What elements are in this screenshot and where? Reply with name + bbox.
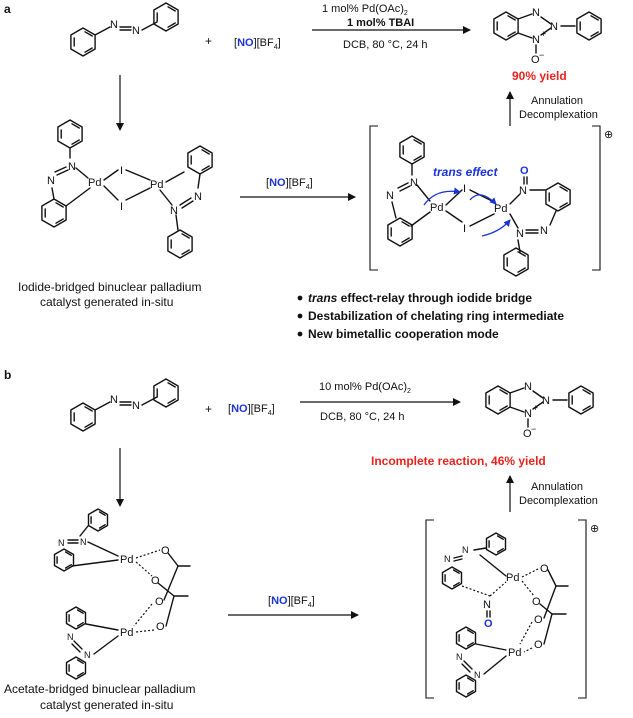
svg-text:N: N [532, 34, 540, 46]
svg-text:N: N [444, 554, 451, 564]
charge-a: ⊕ [604, 129, 613, 141]
svg-text:[NO][BF4]: [NO][BF4] [234, 37, 281, 51]
svg-text:N: N [84, 650, 91, 660]
svg-text:−: − [531, 424, 536, 434]
decomplexation-label-a: Decomplexation [519, 109, 598, 121]
svg-text:N: N [540, 225, 548, 237]
svg-text:N: N [550, 21, 558, 33]
atom-n: N [132, 25, 140, 37]
panel-a-label: a [4, 2, 11, 16]
bullet-list-a: trans effect-relay through iodide bridge… [297, 291, 564, 341]
svg-text:O: O [523, 428, 532, 440]
reagent-nobf4-b: [NO][BF4] [228, 403, 275, 417]
svg-text:N: N [456, 652, 463, 662]
svg-text:O: O [155, 596, 164, 608]
svg-text:N: N [68, 161, 76, 173]
svg-text:O: O [531, 54, 540, 66]
svg-text:N: N [524, 381, 532, 393]
svg-text:O: O [161, 545, 170, 557]
catalyst-caption-b-2: catalyst generated in-situ [40, 698, 173, 712]
svg-text:O: O [156, 621, 165, 633]
svg-text:N: N [410, 177, 418, 189]
step-reagent-a: [NO][BF4] [266, 177, 313, 191]
svg-text:O: O [534, 614, 543, 626]
svg-text:N: N [132, 400, 140, 412]
condition-catalyst-b: 10 mol% Pd(OAc)2 [319, 381, 411, 395]
yield-b: Incomplete reaction, 46% yield [371, 454, 546, 468]
svg-text:O: O [532, 596, 541, 608]
product-benzotriazole-b: N N + N O − [485, 381, 594, 440]
annulation-label-b: Annulation [531, 481, 583, 493]
catalyst-caption-a-1: Iodide-bridged binuclear palladium [18, 280, 201, 294]
svg-text:N: N [483, 599, 491, 611]
charge-b: ⊕ [590, 523, 599, 535]
bullet-1: trans effect-relay through iodide bridge [308, 291, 532, 305]
condition-solvent-a: DCB, 80 °C, 24 h [343, 39, 428, 51]
svg-text:−: − [539, 50, 544, 60]
svg-text:Pd: Pd [494, 203, 507, 215]
svg-text:Pd: Pd [506, 572, 519, 584]
bullet-2: Destabilization of chelating ring interm… [308, 309, 564, 323]
svg-text:N: N [80, 537, 87, 547]
azobenzene-b: N N [70, 378, 179, 432]
acetate-bridged-dimer: N N Pd O O O O Pd N N [53, 508, 191, 680]
svg-text:I: I [120, 165, 123, 177]
svg-text:N: N [532, 7, 540, 19]
svg-text:N: N [519, 185, 527, 197]
plus-sign: + [205, 34, 212, 48]
svg-text:Pd: Pd [88, 177, 101, 189]
svg-text:Pd: Pd [430, 202, 443, 214]
condition-solvent-b: DCB, 80 °C, 24 h [320, 411, 405, 423]
catalyst-caption-b-1: Acetate-bridged binuclear palladium [4, 682, 195, 696]
svg-text:N: N [47, 175, 55, 187]
svg-text:N: N [542, 395, 550, 407]
svg-text:Pd: Pd [120, 627, 133, 639]
panel-b-label: b [4, 368, 11, 382]
svg-text:N: N [524, 408, 532, 420]
svg-text:Pd: Pd [120, 554, 133, 566]
svg-text:O: O [151, 575, 160, 587]
svg-text:O: O [484, 618, 493, 630]
svg-text:N: N [58, 538, 65, 548]
svg-text:I: I [463, 183, 466, 195]
svg-text:I: I [120, 201, 123, 213]
svg-text:N: N [194, 191, 202, 203]
svg-text:O: O [534, 639, 543, 651]
annulation-label-a: Annulation [531, 95, 583, 107]
svg-text:N: N [462, 545, 469, 555]
reagent-nobf4-a: [NO][BF4] [234, 37, 281, 51]
trans-effect-label: trans effect [433, 165, 498, 179]
atom-n: N [110, 19, 118, 31]
svg-text:I: I [463, 223, 466, 235]
svg-text:N: N [170, 205, 178, 217]
catalyst-caption-a-2: catalyst generated in-situ [40, 295, 173, 309]
svg-text:O: O [520, 165, 529, 177]
azobenzene-a: N N [70, 2, 179, 57]
svg-text:N: N [110, 394, 118, 406]
condition-additive-a: 1 mol% TBAI [347, 17, 414, 29]
svg-text:N: N [67, 632, 74, 642]
decomplexation-label-b: Decomplexation [519, 495, 598, 507]
step-reagent-b: [NO][BF4] [268, 595, 315, 609]
svg-text:N: N [516, 228, 524, 240]
svg-text:Pd: Pd [150, 179, 163, 191]
svg-text:N: N [386, 190, 394, 202]
iodide-bridged-dimer: N N Pd I I Pd N N [41, 119, 213, 259]
reagent-no: NO [237, 37, 254, 49]
product-benzotriazole-a: N N + N O − [493, 7, 602, 66]
bullet-3: New bimetallic cooperation mode [308, 327, 499, 341]
condition-catalyst-a: 1 mol% Pd(OAc)2 [322, 3, 408, 17]
svg-text:Pd: Pd [508, 647, 521, 659]
svg-text:O: O [540, 563, 549, 575]
svg-text:N: N [474, 670, 481, 680]
yield-a: 90% yield [512, 69, 567, 83]
plus-sign-b: + [205, 402, 212, 416]
intermediate-b: ⊕ N N Pd N O O O O O Pd N N [425, 519, 599, 699]
intermediate-a: ⊕ N N Pd I I Pd O N N N trans effect [369, 125, 613, 277]
